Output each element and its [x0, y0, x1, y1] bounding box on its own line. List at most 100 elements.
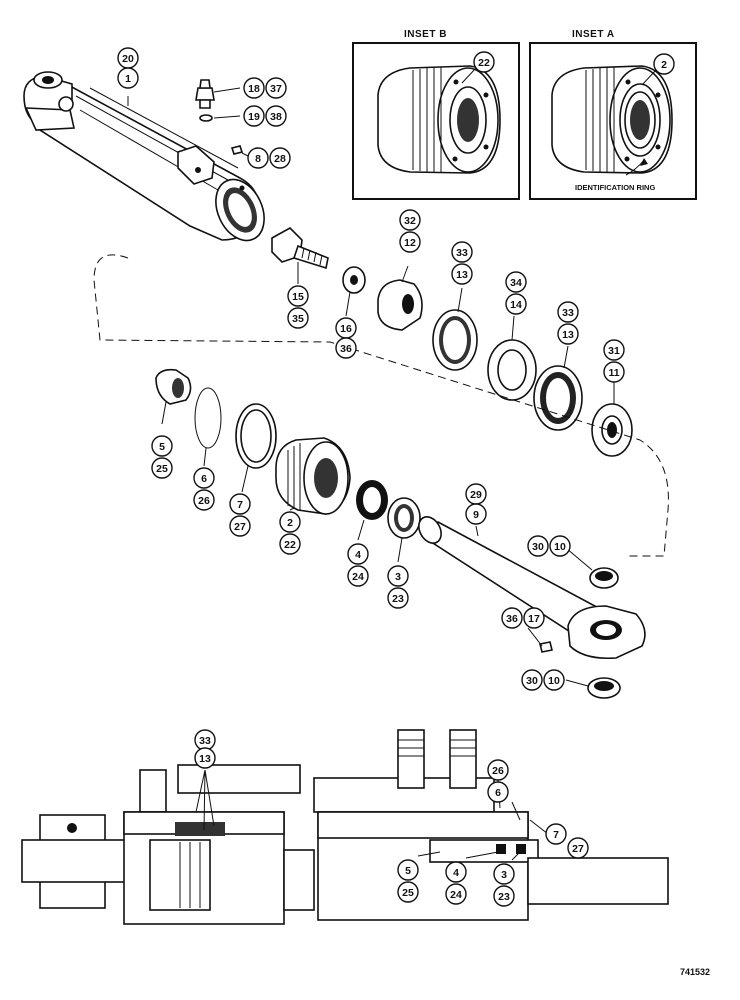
callout-c11: 11 [603, 361, 625, 383]
callout-c16: 16 [335, 317, 357, 339]
svg-text:13: 13 [562, 329, 574, 341]
svg-text:38: 38 [270, 111, 282, 123]
svg-text:28: 28 [274, 153, 286, 165]
callout-s4: 4 [445, 861, 467, 883]
svg-text:9: 9 [473, 509, 479, 521]
svg-text:25: 25 [402, 887, 414, 899]
svg-text:23: 23 [392, 593, 404, 605]
callout-c23: 23 [387, 587, 409, 609]
callout-c17: 17 [523, 607, 545, 629]
svg-text:32: 32 [404, 215, 416, 227]
svg-text:6: 6 [495, 787, 501, 799]
svg-text:8: 8 [255, 153, 261, 165]
svg-text:16: 16 [340, 323, 352, 335]
svg-text:12: 12 [404, 237, 416, 249]
callout-c37: 37 [265, 77, 287, 99]
svg-text:30: 30 [532, 541, 544, 553]
svg-text:30: 30 [526, 675, 538, 687]
callout-inset-b-22: 22 [473, 51, 495, 73]
svg-text:25: 25 [156, 463, 168, 475]
callout-c30a: 30 [527, 535, 549, 557]
piston-rod [418, 516, 646, 699]
svg-text:14: 14 [510, 299, 522, 311]
callout-c33b: 33 [557, 301, 579, 323]
svg-text:17: 17 [528, 613, 540, 625]
callout-s23: 23 [493, 885, 515, 907]
callout-c25: 25 [151, 457, 173, 479]
grease-fitting [195, 79, 251, 158]
svg-text:35: 35 [292, 313, 304, 325]
svg-text:5: 5 [159, 441, 165, 453]
callout-s7: 7 [545, 823, 567, 845]
svg-text:1: 1 [125, 73, 131, 85]
callout-c18: 18 [243, 77, 265, 99]
svg-text:10: 10 [554, 541, 566, 553]
callout-s25: 25 [397, 881, 419, 903]
upper-seal-row [432, 309, 633, 457]
callout-c30b: 30 [521, 669, 543, 691]
svg-text:11: 11 [608, 367, 619, 379]
svg-text:36: 36 [506, 613, 518, 625]
svg-text:36: 36 [340, 343, 352, 355]
callout-c29: 29 [465, 483, 487, 505]
callout-c27: 27 [229, 515, 251, 537]
svg-text:13: 13 [199, 753, 211, 765]
svg-text:34: 34 [510, 277, 522, 289]
svg-text:22: 22 [478, 57, 490, 69]
svg-text:24: 24 [450, 889, 462, 901]
callout-c24: 24 [347, 565, 369, 587]
inset-a-title: INSET A [572, 29, 615, 40]
assembly-guide-line [93, 254, 669, 557]
figure-number: 741532 [680, 967, 710, 977]
svg-text:27: 27 [234, 521, 246, 533]
leader-lines [127, 87, 615, 861]
svg-text:33: 33 [562, 307, 574, 319]
svg-text:33: 33 [456, 247, 468, 259]
callout-c19: 19 [243, 105, 265, 127]
svg-text:29: 29 [470, 489, 482, 501]
callout-c20: 20 [117, 47, 139, 69]
svg-text:19: 19 [248, 111, 260, 123]
callout-c38: 38 [265, 105, 287, 127]
callout-c14: 14 [505, 293, 527, 315]
svg-text:5: 5 [405, 865, 411, 877]
callout-s26: 26 [487, 759, 509, 781]
cylinder-barrel [23, 71, 265, 242]
callout-s5: 5 [397, 859, 419, 881]
identification-ring-label: IDENTIFICATION RING [575, 183, 655, 192]
callout-s6: 6 [487, 781, 509, 803]
svg-text:3: 3 [395, 571, 401, 583]
callout-s33: 33 [194, 729, 216, 751]
callout-c13a: 13 [451, 263, 473, 285]
callout-c31: 31 [603, 339, 625, 361]
svg-text:23: 23 [498, 891, 510, 903]
callout-c34: 34 [505, 271, 527, 293]
svg-text:37: 37 [270, 83, 282, 95]
svg-text:2: 2 [661, 59, 667, 71]
callout-c10b: 10 [543, 669, 565, 691]
svg-text:26: 26 [492, 765, 504, 777]
svg-text:7: 7 [553, 829, 559, 841]
bolt-and-washer [271, 227, 423, 331]
callout-c3: 3 [387, 565, 409, 587]
svg-text:10: 10 [548, 675, 560, 687]
callout-c5: 5 [151, 435, 173, 457]
callout-c36b: 36 [501, 607, 523, 629]
svg-text:26: 26 [198, 495, 210, 507]
svg-text:4: 4 [453, 867, 459, 879]
svg-text:6: 6 [201, 473, 207, 485]
inset-a: INSET A IDENTIFICATION RING [529, 29, 697, 200]
svg-text:31: 31 [608, 345, 620, 357]
callout-c8: 8 [247, 147, 269, 169]
inset-b: INSET B [352, 29, 520, 200]
callout-c32: 32 [399, 209, 421, 231]
svg-text:4: 4 [355, 549, 361, 561]
callout-c15: 15 [287, 285, 309, 307]
svg-text:27: 27 [572, 843, 584, 855]
lower-seal-row [155, 368, 421, 539]
svg-text:15: 15 [292, 291, 304, 303]
callout-c2: 2 [279, 511, 301, 533]
svg-text:18: 18 [248, 83, 260, 95]
